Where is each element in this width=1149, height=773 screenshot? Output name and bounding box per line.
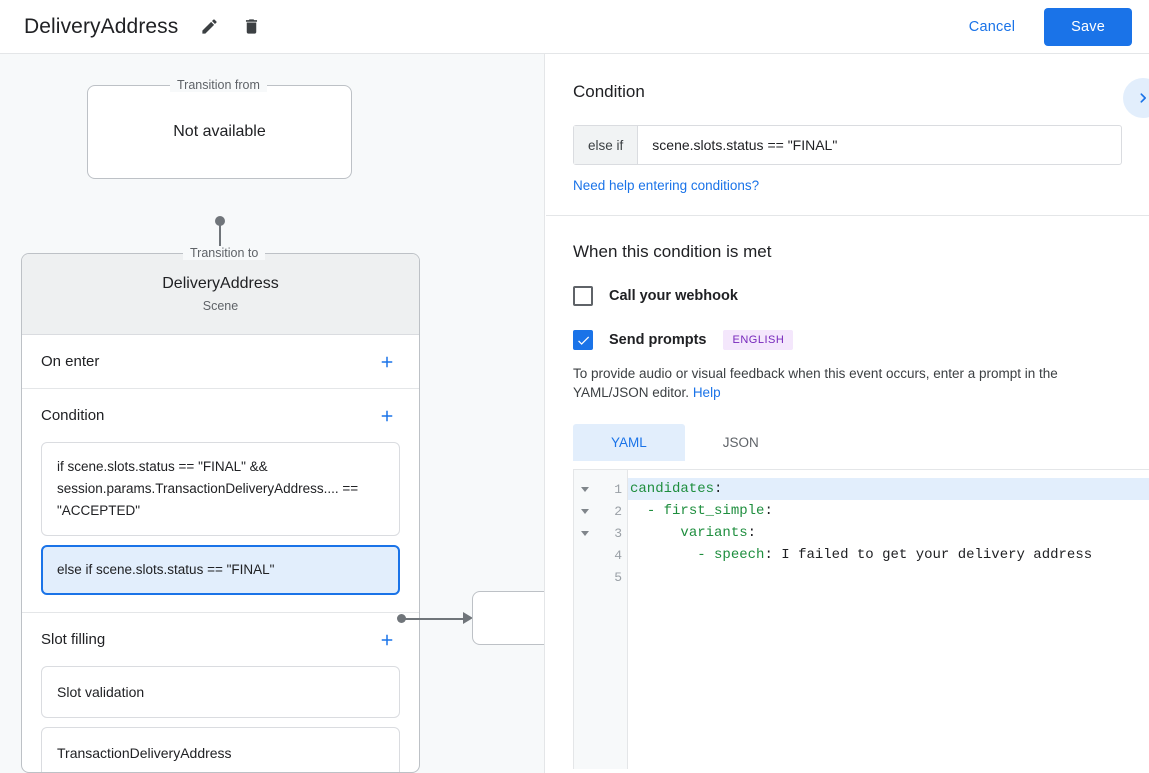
yaml-dash: - xyxy=(697,547,715,563)
line-number: 5 xyxy=(614,569,622,585)
when-condition-met-section: When this condition is met Call your web… xyxy=(546,216,1149,769)
branch-connector-dot xyxy=(397,614,406,623)
scene-name: DeliveryAddress xyxy=(162,275,279,292)
plus-icon xyxy=(381,410,393,421)
section-label-slot-filling: Slot filling xyxy=(41,631,106,648)
condition-item[interactable]: if scene.slots.status == "FINAL" && sess… xyxy=(41,442,400,536)
call-webhook-checkbox[interactable] xyxy=(573,286,593,306)
line-number: 2 xyxy=(614,503,622,519)
section-label-condition: Condition xyxy=(41,407,105,424)
transition-from-value: Not available xyxy=(173,123,266,140)
section-divider xyxy=(546,215,1149,216)
section-on-enter: On enter xyxy=(22,335,419,389)
send-prompts-label: Send prompts xyxy=(609,332,707,348)
details-panel: Condition else if Need help entering con… xyxy=(546,54,1149,773)
call-webhook-label: Call your webhook xyxy=(609,288,738,304)
yaml-dash: - xyxy=(646,503,664,519)
yaml-editor[interactable]: 1 2 3 4 5 candidates: - first_simple: varian… xyxy=(573,469,1149,769)
caret-down-icon xyxy=(581,486,589,492)
add-slot-filling-button[interactable] xyxy=(374,627,400,653)
webhook-row[interactable]: Call your webhook xyxy=(573,286,1122,306)
yaml-key: first_simple xyxy=(663,503,765,519)
editor-format-tabs: YAML JSON xyxy=(573,424,1122,461)
node-transition-from[interactable]: Transition from Not available xyxy=(87,78,352,179)
line-number: 3 xyxy=(614,525,622,541)
yaml-key: candidates xyxy=(630,481,715,497)
condition-expression-input[interactable] xyxy=(638,126,1121,164)
page-title: DeliveryAddress xyxy=(24,14,179,38)
condition-item-selected[interactable]: else if scene.slots.status == "FINAL" xyxy=(41,545,400,595)
editor-gutter-row: 3 xyxy=(574,522,627,544)
chevron-right-icon xyxy=(1140,93,1146,103)
editor-code-area[interactable]: candidates: - first_simple: variants: - … xyxy=(628,470,1149,769)
editor-code-line[interactable]: - speech: I failed to get your delivery … xyxy=(628,544,1149,566)
save-button[interactable]: Save xyxy=(1044,7,1132,46)
yaml-key: variants xyxy=(680,525,748,541)
plus-icon xyxy=(381,356,393,367)
tab-json[interactable]: JSON xyxy=(722,435,759,450)
collapse-panel-button[interactable] xyxy=(1123,78,1149,118)
prompts-helper-sentence: To provide audio or visual feedback when… xyxy=(573,366,1058,400)
delete-button[interactable] xyxy=(234,10,268,44)
edit-title-button[interactable] xyxy=(192,10,226,44)
editor-gutter: 1 2 3 4 5 xyxy=(574,470,628,769)
yaml-colon: : xyxy=(764,503,773,519)
editor-gutter-row: 1 xyxy=(574,478,627,500)
caret-down-icon xyxy=(581,530,589,536)
need-help-conditions-link[interactable]: Need help entering conditions? xyxy=(573,178,760,193)
editor-code-line[interactable]: candidates: xyxy=(628,478,1149,500)
add-condition-button[interactable] xyxy=(374,403,400,429)
transition-to-legend: Transition to xyxy=(183,246,266,260)
scene-header[interactable]: DeliveryAddress Scene xyxy=(22,254,419,335)
condition-section-title: Condition xyxy=(573,82,645,101)
condition-prefix-label: else if xyxy=(574,126,639,164)
slot-filling-item[interactable]: Slot validation xyxy=(41,666,400,718)
help-link[interactable]: Help xyxy=(692,385,721,400)
transition-from-legend: Transition from xyxy=(170,78,267,92)
editor-code-line[interactable]: variants: xyxy=(628,522,1149,544)
editor-gutter-row: 2 xyxy=(574,500,627,522)
yaml-key: speech xyxy=(714,547,765,563)
section-slot-filling: Slot filling Slot validation Transaction… xyxy=(22,613,419,772)
diagram-panel: Transition from Not available DeliveryAd… xyxy=(0,54,545,773)
add-on-enter-button[interactable] xyxy=(374,349,400,375)
editor-code-line[interactable] xyxy=(628,566,1149,588)
language-badge: ENGLISH xyxy=(723,330,794,350)
line-number: 1 xyxy=(614,481,622,497)
editor-code-line[interactable]: - first_simple: xyxy=(628,500,1149,522)
condition-input-group: else if xyxy=(573,125,1122,165)
section-label-on-enter: On enter xyxy=(41,353,100,370)
yaml-colon: : xyxy=(747,525,757,541)
check-icon xyxy=(577,336,589,345)
cancel-button[interactable]: Cancel xyxy=(955,10,1029,44)
fold-triangle-icon[interactable] xyxy=(574,486,596,492)
tab-yaml[interactable]: YAML xyxy=(573,424,685,461)
yaml-value: I failed to get your delivery address xyxy=(781,547,1093,563)
line-number: 4 xyxy=(614,547,622,563)
section-condition: Condition if scene.slots.status == "FINA… xyxy=(22,389,419,613)
send-prompts-checkbox[interactable] xyxy=(573,330,593,350)
plus-icon xyxy=(381,634,393,645)
yaml-colon: : xyxy=(714,481,723,497)
prompts-helper-text: To provide audio or visual feedback when… xyxy=(573,364,1122,402)
node-transition-to: DeliveryAddress Scene On enter Condition xyxy=(21,253,420,773)
branch-connector-arrowhead xyxy=(463,612,473,624)
trash-icon xyxy=(245,19,257,34)
node-target-placeholder[interactable] xyxy=(472,591,544,645)
yaml-colon: : xyxy=(764,547,782,563)
header-actions: Cancel Save xyxy=(955,7,1149,46)
editor-gutter-row: 4 xyxy=(574,544,627,566)
condition-section: Condition else if Need help entering con… xyxy=(546,54,1149,215)
fold-triangle-icon[interactable] xyxy=(574,530,596,536)
scene-type: Scene xyxy=(202,299,239,313)
app-header: DeliveryAddress Cancel Save xyxy=(0,0,1149,54)
fold-triangle-icon[interactable] xyxy=(574,508,596,514)
send-prompts-row[interactable]: Send prompts ENGLISH xyxy=(573,330,1122,350)
branch-connector-line xyxy=(405,617,467,620)
pencil-icon xyxy=(202,19,217,34)
when-condition-met-title: When this condition is met xyxy=(573,242,772,261)
editor-gutter-row: 5 xyxy=(574,566,627,588)
slot-filling-item[interactable]: TransactionDeliveryAddress xyxy=(41,727,400,772)
caret-down-icon xyxy=(581,508,589,514)
